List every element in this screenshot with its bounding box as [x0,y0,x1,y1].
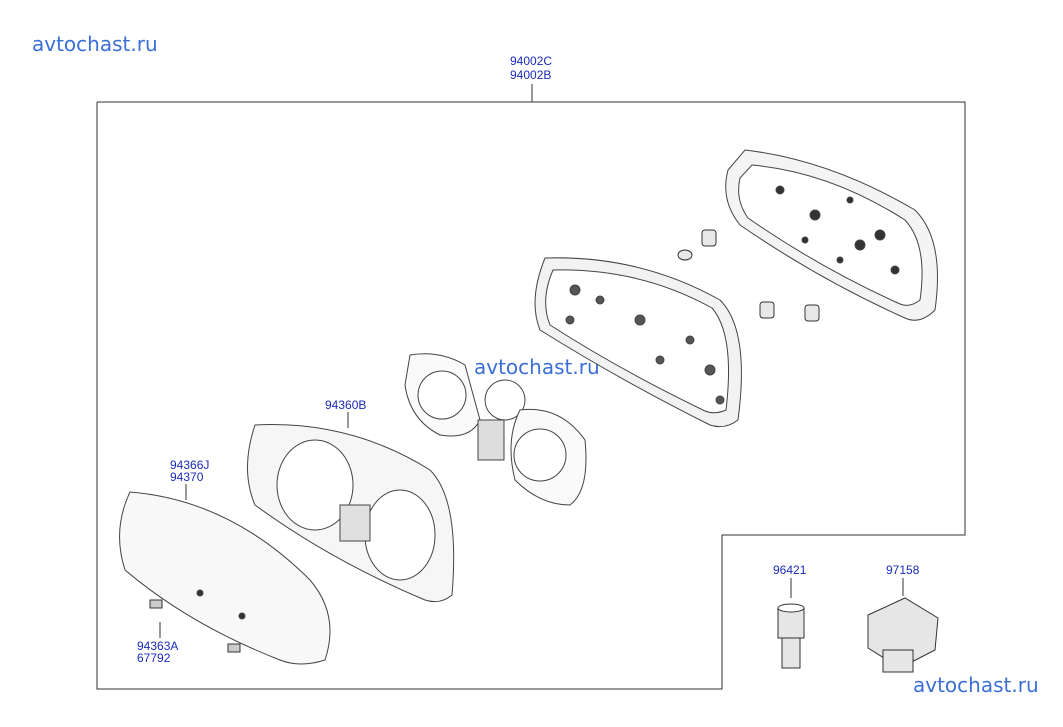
label-assembly-2: 94002B [510,68,552,82]
meter-case [247,424,455,603]
label-sensor: 96421 [773,563,807,577]
connector-part [867,597,939,673]
dial-plate [404,353,587,506]
circuit-housing [534,257,742,428]
watermark-center: avtochast.ru [474,355,600,379]
assembly-frame [96,101,966,690]
label-assembly-1: 94002C [510,54,553,68]
label-clip-2: 67792 [137,651,171,665]
watermark-top-left: avtochast.ru [32,32,158,56]
rear-cover [725,149,938,321]
label-connector: 97158 [886,563,920,577]
label-clip-1: 94363A [137,639,179,653]
label-lens-2: 94370 [170,470,204,484]
front-lens [119,491,331,665]
label-lens-1: 94366J [170,458,210,472]
bulb-sockets [677,229,820,322]
lens-clips [149,599,241,653]
speed-sensor [777,603,805,669]
label-case: 94360B [325,398,367,412]
watermark-bottom-right: avtochast.ru [913,673,1039,697]
